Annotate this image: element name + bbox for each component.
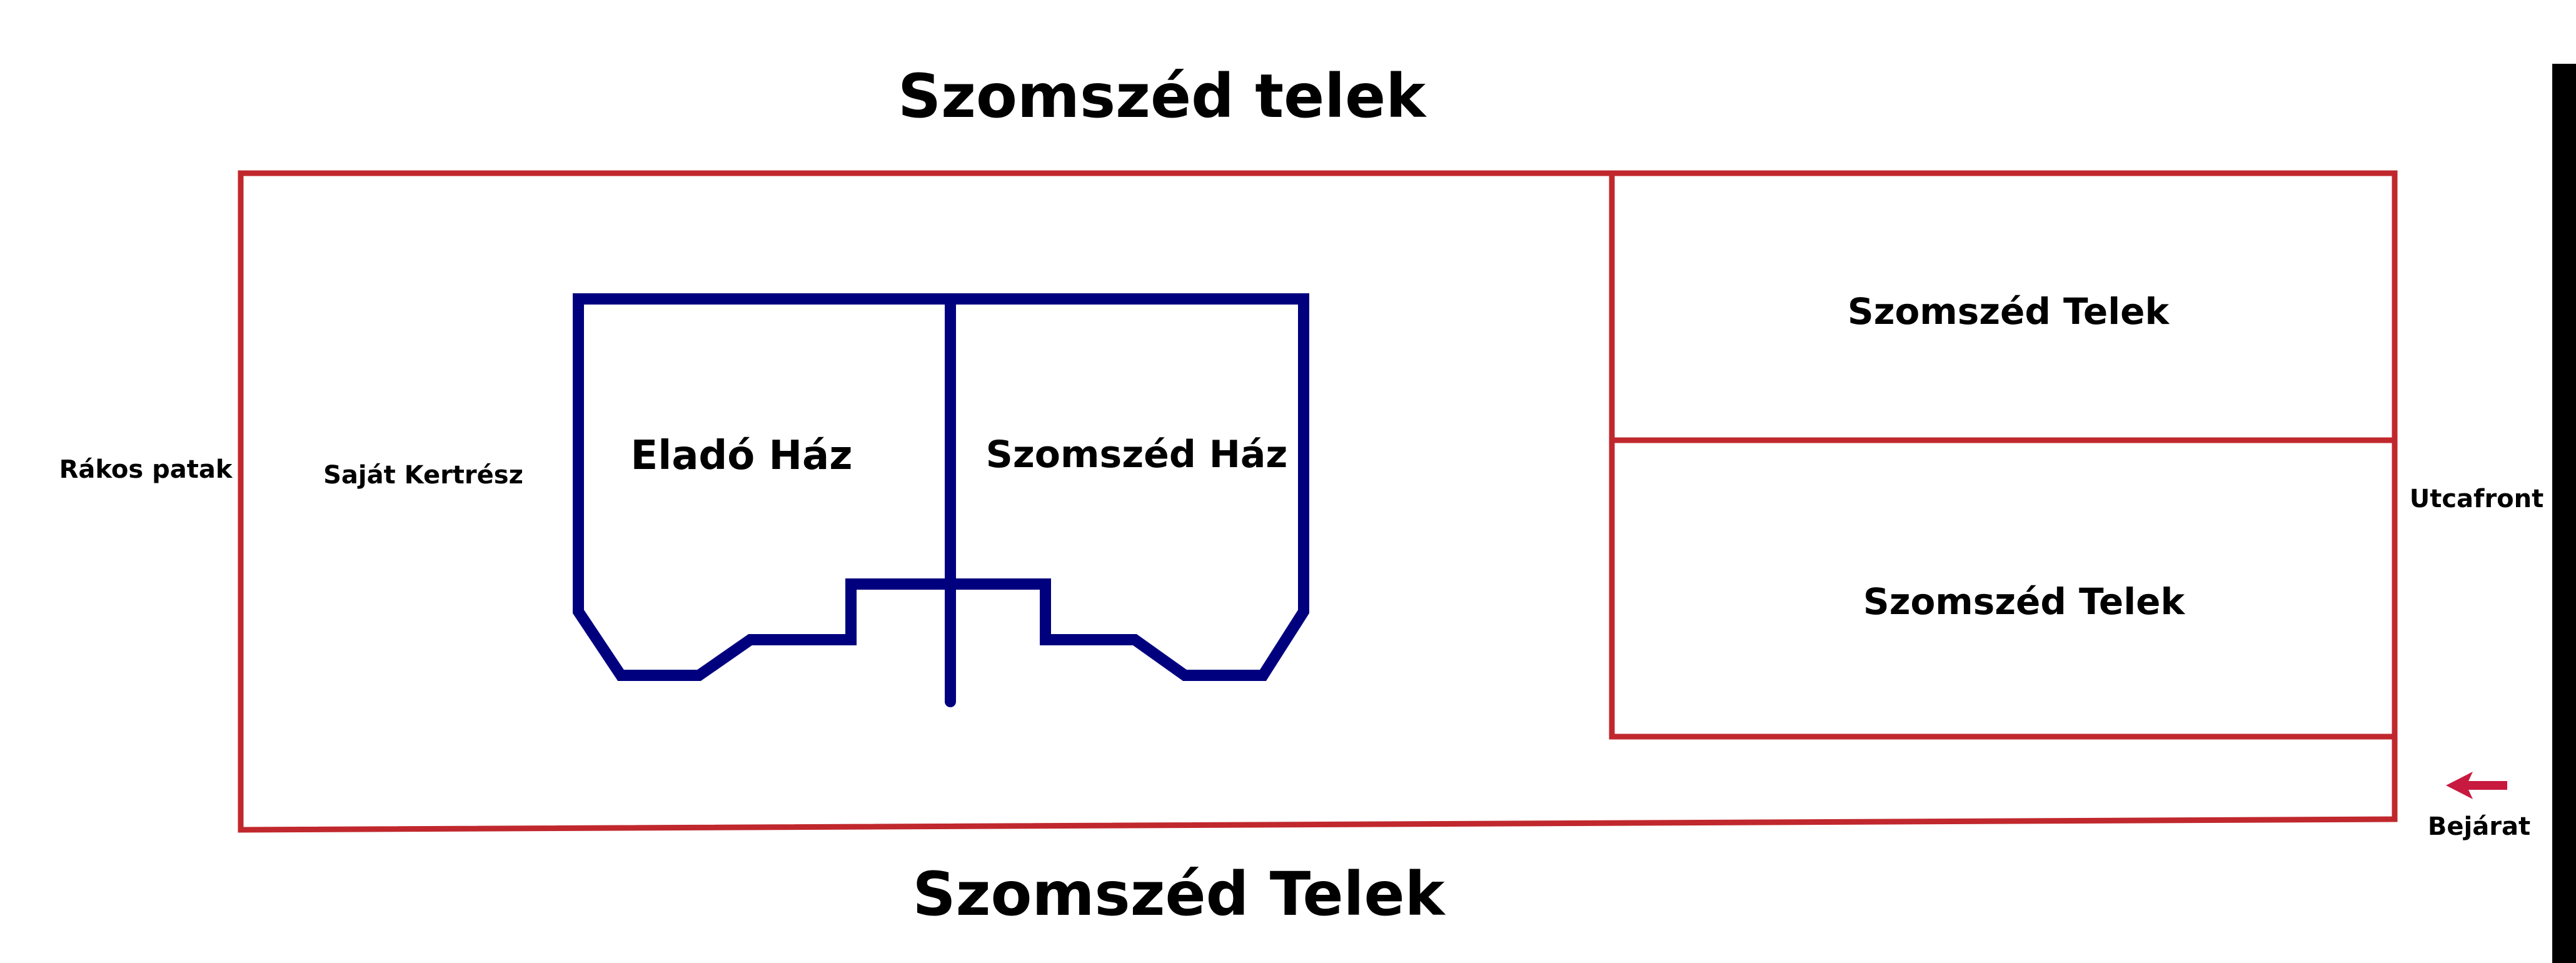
house-for-sale-label: Eladó Ház xyxy=(631,433,853,479)
plot-boundary xyxy=(238,170,2398,833)
neighbor-plot-lower-label: Szomszéd Telek xyxy=(1863,580,2186,623)
main-plot-outline xyxy=(238,170,2398,833)
top-neighbor-label: Szomszéd telek xyxy=(898,61,1427,131)
street-front-label: Utcafront xyxy=(2410,485,2544,513)
neighbor-house-label: Szomszéd Ház xyxy=(986,433,1288,476)
neighbor-plot-lower-outline xyxy=(1609,437,2398,740)
neighbor-plot-upper-label: Szomszéd Telek xyxy=(1848,290,2170,333)
left-side-label: Rákos patak xyxy=(59,455,233,484)
house-perimeter xyxy=(573,293,1309,681)
arrow-left-icon xyxy=(2446,772,2507,799)
bottom-neighbor-label: Szomszéd Telek xyxy=(913,859,1446,929)
right-edge-bar xyxy=(2552,64,2576,963)
entrance-label: Bejárat xyxy=(2428,812,2530,841)
garden-label: Saját Kertrész xyxy=(323,461,523,490)
house-outline xyxy=(573,293,1309,707)
